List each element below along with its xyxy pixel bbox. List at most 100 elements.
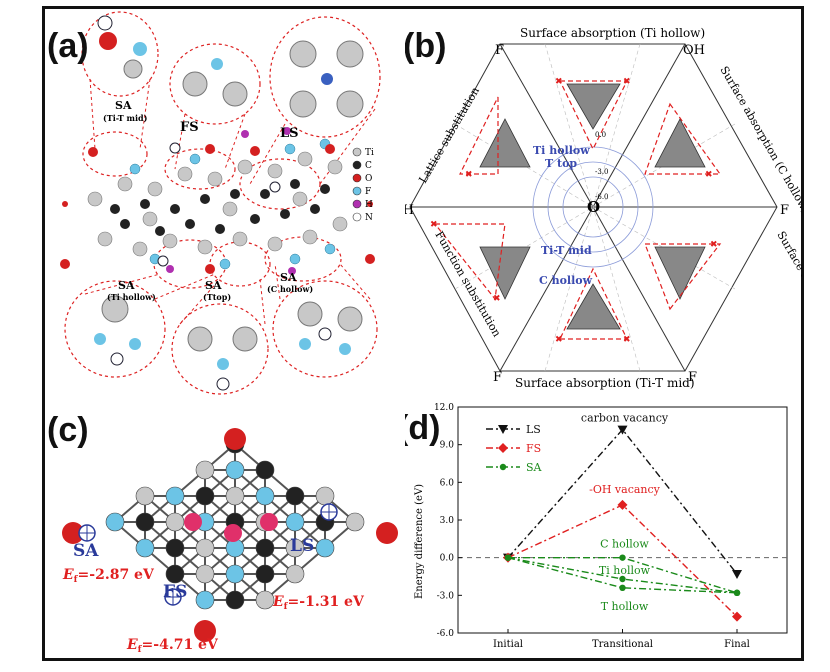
annotation-4: T hollow	[601, 600, 649, 613]
svg-text:✖: ✖	[465, 170, 473, 180]
ring-label-c-hollow: C hollow	[539, 274, 593, 287]
hexagon-spokes	[410, 43, 777, 372]
series-point-sa-4	[733, 589, 741, 597]
ring-label-t-top: T top	[545, 157, 577, 170]
corner-label-6: F	[493, 370, 502, 385]
energy-ls: Ef=-1.31 eV	[272, 594, 365, 612]
mxene-slab	[60, 127, 375, 275]
panel-b: ✖✖✖ ✖✖✖ ✖✖✖ F OH F F OH F O Surface abso…	[405, 9, 802, 394]
svg-text:✖: ✖	[493, 294, 501, 304]
y-tick-label: -6.0	[437, 629, 455, 639]
label-sa-ttop-sub: (Ttop)	[203, 292, 231, 302]
legend-swatch-c	[352, 160, 362, 170]
panel-b-radar: ✖✖✖ ✖✖✖ ✖✖✖ F OH F F OH F O Surface abso…	[405, 26, 802, 390]
oxygen-atom	[62, 522, 84, 544]
lattice-atom	[315, 486, 335, 506]
oxygen-atom	[376, 522, 398, 544]
svg-text:✖: ✖	[705, 170, 713, 180]
oxygen-atom	[224, 524, 242, 542]
x-tick-label: Transitional	[592, 639, 653, 650]
label-sa-chollow-sub: (C hollow)	[267, 284, 313, 294]
tick-6: -6.0	[595, 193, 609, 201]
gray-triangles	[479, 83, 706, 330]
panel-a: SA (Ti-T mid) FS LS SA (Ti hollow) SA (T…	[45, 9, 405, 399]
corner-label-1: F	[495, 43, 504, 58]
lattice-atom	[165, 538, 185, 558]
lattice-atom	[135, 538, 155, 558]
lattice-atom	[165, 564, 185, 584]
svg-text:✖: ✖	[555, 335, 563, 345]
legend-swatch-n	[352, 212, 362, 222]
y-tick-label: 6.0	[440, 478, 455, 488]
section-upper-right: Surface absorption (C hollow)	[717, 64, 802, 215]
tick-0: 0.0	[595, 131, 606, 139]
y-tick-label: -3.0	[437, 591, 455, 601]
panel-label-a: (a)	[47, 27, 89, 65]
legend-label-c: C	[365, 161, 372, 171]
y-tick-label: 0.0	[440, 554, 455, 564]
panel-a-structure: SA (Ti-T mid) FS LS SA (Ti hollow) SA (T…	[60, 11, 381, 395]
series-point-sa-3	[619, 575, 626, 583]
lattice-atom	[255, 460, 275, 480]
series-point-sa-4	[504, 554, 512, 561]
legend-swatch-o	[352, 173, 362, 183]
svg-text:✖: ✖	[555, 77, 563, 87]
legend-swatch-f	[352, 186, 362, 196]
legend-label-fs: FS	[526, 442, 541, 455]
annotation-3: Ti hollow	[599, 564, 651, 577]
lattice-atom	[285, 538, 305, 558]
lattice-atom	[285, 512, 305, 532]
zoom-vignettes	[94, 15, 364, 391]
svg-text:✖: ✖	[430, 220, 438, 230]
label-fs: FS	[180, 120, 199, 135]
site-label-fs: FS	[163, 582, 187, 602]
corner-label-3: F	[780, 203, 789, 218]
legend-label-o: O	[365, 174, 372, 184]
tick-3: -3.0	[595, 168, 609, 176]
annotation-2: C hollow	[600, 538, 649, 551]
lattice-atom	[255, 590, 275, 610]
legend-marker-fs	[498, 443, 508, 453]
ring-label-ti-t-mid: Ti-T mid	[541, 244, 592, 257]
corner-label-2: OH	[683, 43, 705, 58]
lattice-atom	[285, 564, 305, 584]
energy-sa: Ef=-2.87 eV	[62, 567, 155, 585]
lattice-atom	[225, 590, 245, 610]
series-point-fs	[617, 499, 628, 510]
zoom-circles	[64, 11, 381, 395]
legend-label-h: H	[365, 200, 373, 210]
section-lower-right: Surface absorption (T top)	[774, 229, 802, 363]
section-bottom: Surface absorption (Ti-T mid)	[515, 376, 695, 390]
center-label: O	[587, 198, 600, 216]
oxygen-atom	[260, 513, 278, 531]
svg-text:✖: ✖	[623, 77, 631, 87]
series-point-sa	[619, 554, 626, 561]
lattice-atom	[105, 512, 125, 532]
site-label-ls: LS	[290, 536, 314, 556]
lattice-atom	[315, 538, 335, 558]
corner-label-4: F	[688, 370, 697, 385]
oxygen-atom	[224, 428, 246, 450]
svg-text:✖: ✖	[710, 240, 718, 250]
legend-swatch-h	[352, 199, 362, 209]
legend-label-ls: LS	[526, 423, 541, 436]
legend-swatch-ti	[352, 147, 362, 157]
lattice-atom	[255, 538, 275, 558]
lattice-atom	[195, 538, 215, 558]
legend-marker-ls	[498, 425, 508, 434]
lattice-atom	[135, 512, 155, 532]
legend-label-n: N	[365, 213, 373, 223]
legend-label-sa: SA	[526, 461, 543, 474]
label-sa-timid: SA	[115, 99, 132, 112]
series-point-ls	[617, 425, 628, 435]
y-tick-label: 9.0	[440, 441, 455, 451]
label-sa-tihollow: SA	[118, 279, 135, 292]
lattice-atom	[195, 590, 215, 610]
lattice-atom	[225, 460, 245, 480]
x-tick-label: Final	[724, 639, 750, 650]
annotation-0: carbon vacancy	[581, 412, 669, 425]
lattice-atom	[165, 512, 185, 532]
